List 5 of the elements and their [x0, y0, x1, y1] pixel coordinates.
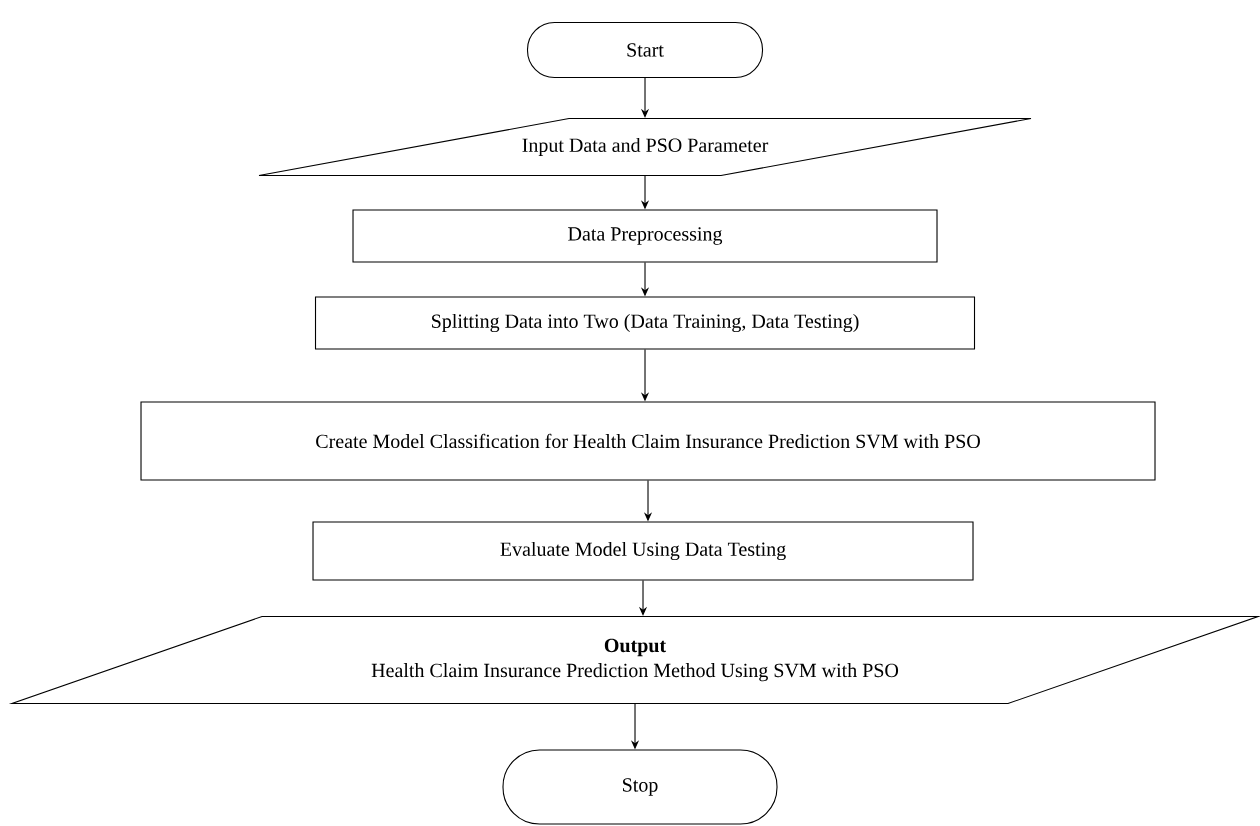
process-box: Create Model Classification for Health Claim Insurance Prediction SVM with PSO — [140, 401, 1156, 481]
process-box: Data Preprocessing — [352, 209, 938, 263]
process-box: Evaluate Model Using Data Testing — [312, 521, 974, 581]
data-parallelogram: Input Data and PSO Parameter — [258, 117, 1032, 177]
process-box: Splitting Data into Two (Data Training, Data Testing) — [314, 296, 976, 350]
